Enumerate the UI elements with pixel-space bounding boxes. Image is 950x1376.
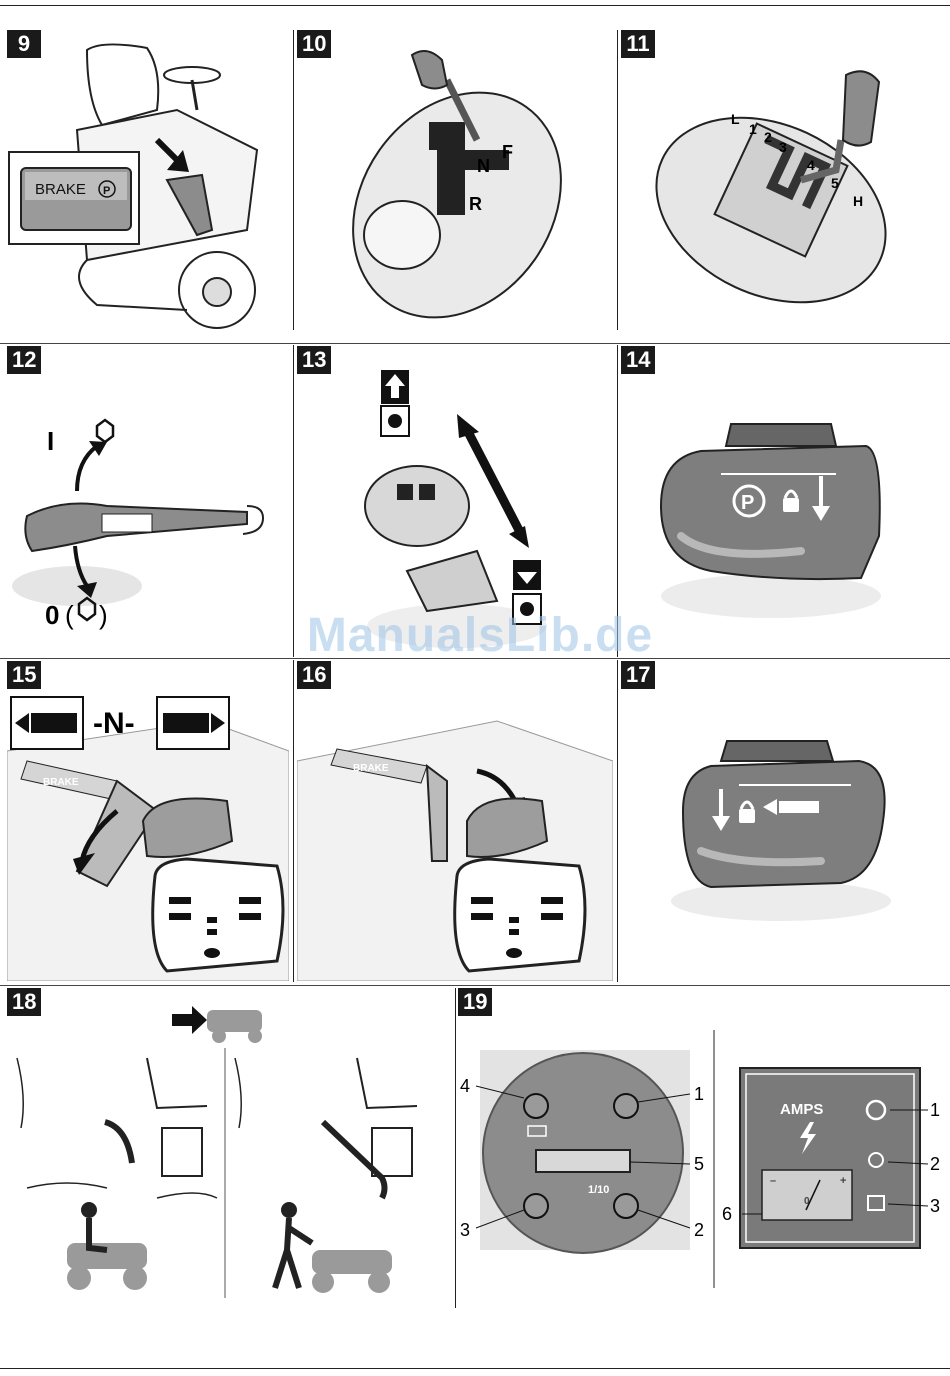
figure-11: 11 L 1 2 3 4 5 H xyxy=(621,30,943,335)
brake-text: BRAKE xyxy=(43,777,79,788)
figure-number: 19 xyxy=(458,988,492,1016)
row-divider xyxy=(0,985,950,986)
figure-15: 15 -N- BRAKE xyxy=(7,661,289,981)
gear-selector-illustration: L 1 2 3 4 5 H xyxy=(621,30,943,335)
hour-fraction: 1/10 xyxy=(588,1184,609,1196)
figure-number: 18 xyxy=(7,988,41,1016)
neutral-label: -N- xyxy=(93,707,135,740)
gear-5: 5 xyxy=(831,175,839,191)
engine-lamp xyxy=(524,1194,548,1218)
figure-number: 12 xyxy=(7,346,41,374)
gear-4: 4 xyxy=(807,157,815,173)
lock-icon xyxy=(783,498,799,512)
col-divider xyxy=(293,660,294,982)
neutral-lock-indicator-illustration xyxy=(621,661,943,981)
bottom-rule xyxy=(0,1368,950,1369)
battery-lamp xyxy=(524,1094,548,1118)
svg-text:): ) xyxy=(99,600,108,630)
park-brake-lamp xyxy=(614,1194,638,1218)
brake-label: BRAKE xyxy=(35,181,86,198)
amp-callout-2: 2 xyxy=(930,1154,940,1174)
row-divider xyxy=(0,343,950,344)
neutral-label: N xyxy=(477,156,490,176)
figure-number: 11 xyxy=(621,30,655,58)
figure-number: 16 xyxy=(297,661,331,689)
col-divider xyxy=(293,30,294,330)
ammeter-panel xyxy=(740,1068,920,1248)
figure-17: 17 xyxy=(621,661,943,981)
park-symbol: P xyxy=(103,185,110,197)
figure-9: 9 BRAKE P xyxy=(7,30,289,335)
park-symbol: P xyxy=(741,492,754,514)
figure-12: 12 I 0 ( ) xyxy=(7,346,289,654)
amp-callout-6: 6 xyxy=(722,1204,732,1224)
callout-5: 5 xyxy=(694,1154,704,1174)
figure-number: 15 xyxy=(7,661,41,689)
amp-callout-1: 1 xyxy=(930,1100,940,1120)
col-divider xyxy=(617,660,618,982)
gear-l: L xyxy=(731,111,740,127)
figure-number: 9 xyxy=(7,30,41,58)
tow-bar-illustration xyxy=(7,988,452,1308)
oil-pressure-lamp xyxy=(614,1094,638,1118)
gear-3: 3 xyxy=(779,139,787,155)
figure-number: 10 xyxy=(297,30,331,58)
tractor-brake-illustration: BRAKE P xyxy=(7,30,289,335)
gear-1: 1 xyxy=(749,121,757,137)
figure-number: 14 xyxy=(621,346,655,374)
ammeter-minus: – xyxy=(770,1175,776,1187)
on-label: I xyxy=(47,426,54,456)
hour-meter-display xyxy=(536,1150,630,1172)
callout-4: 4 xyxy=(460,1076,470,1096)
forward-label: F xyxy=(502,142,513,162)
svg-text:(: ( xyxy=(65,600,74,630)
engine-icon xyxy=(97,420,113,442)
figure-number: 13 xyxy=(297,346,331,374)
off-label: 0 xyxy=(45,600,59,630)
amp-callout-3: 3 xyxy=(930,1196,940,1216)
neutral-lock-illustration: -N- BRAKE xyxy=(7,661,289,981)
gear-2: 2 xyxy=(764,129,772,145)
callout-2: 2 xyxy=(694,1220,704,1240)
watermark: ManualsLib.de xyxy=(290,608,670,663)
gear-shift-fnr-illustration: F N R xyxy=(297,30,613,335)
amps-title: AMPS xyxy=(780,1101,823,1118)
callout-1: 1 xyxy=(694,1084,704,1104)
brake-release-illustration: BRAKE xyxy=(297,661,613,981)
reverse-label: R xyxy=(469,194,482,214)
figure-number: 17 xyxy=(621,661,655,689)
ammeter-zero: 0 xyxy=(804,1196,810,1207)
lock-icon xyxy=(739,809,755,823)
col-divider xyxy=(617,30,618,330)
gear-h: H xyxy=(853,193,863,209)
top-rule xyxy=(0,5,950,6)
figure-16: 16 BRAKE xyxy=(297,661,613,981)
instrument-panel-illustration: 1/10 4 1 5 3 2 AMPS – 0 + 1 2 3 6 xyxy=(458,988,946,1308)
callout-3: 3 xyxy=(460,1220,470,1240)
pto-icon xyxy=(388,414,402,428)
figure-19: 19 1/10 4 1 5 3 2 AMPS – 0 + xyxy=(458,988,946,1308)
figure-10: 10 F N R xyxy=(297,30,613,335)
forward-arrow-icon xyxy=(172,1006,207,1034)
figure-18: 18 xyxy=(7,988,452,1308)
ignition-lever-illustration: I 0 ( ) xyxy=(7,346,289,654)
brake-text: BRAKE xyxy=(353,763,389,774)
ammeter-plus: + xyxy=(840,1175,846,1187)
col-divider xyxy=(455,988,456,1308)
